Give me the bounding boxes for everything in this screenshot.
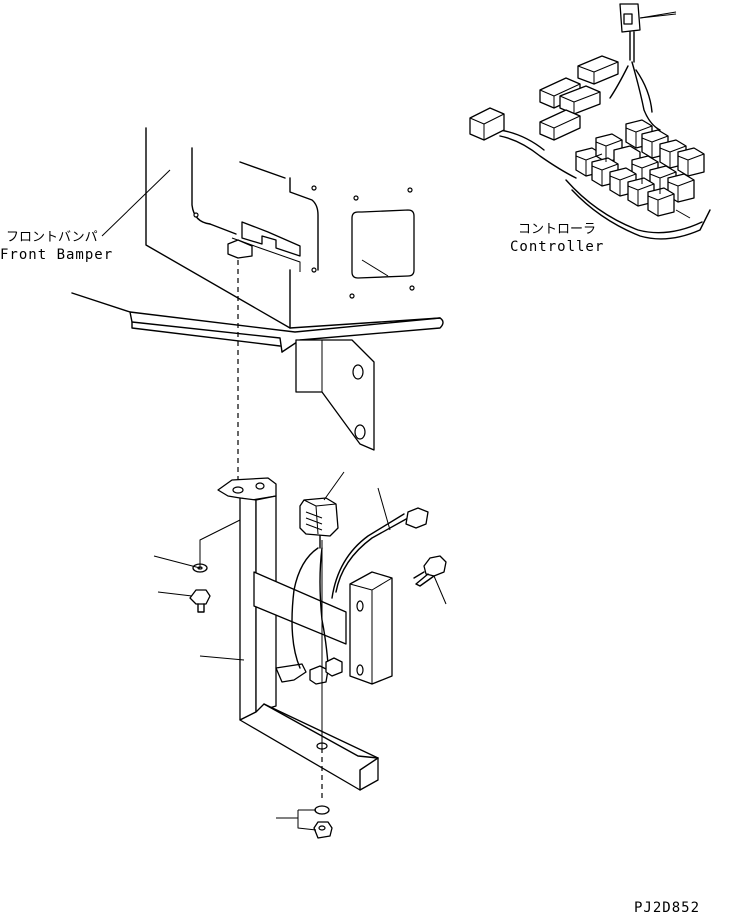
controller-assembly bbox=[469, 3, 711, 240]
washer-bottom bbox=[314, 805, 330, 815]
bolt-right bbox=[413, 555, 447, 587]
controller-label-jp: コントローラ bbox=[518, 222, 596, 237]
front-bumper-label-jp: フロントバンパ bbox=[6, 230, 98, 245]
mounting-bracket bbox=[217, 477, 393, 791]
bolt-left bbox=[189, 589, 211, 613]
lamp-unit bbox=[291, 497, 429, 685]
drawing-code: PJ2D852 bbox=[634, 900, 700, 916]
nut-bottom bbox=[313, 821, 333, 839]
front-bumper-label-en: Front Bamper bbox=[0, 247, 113, 263]
leader-lines bbox=[101, 11, 677, 831]
controller-label-en: Controller bbox=[510, 239, 604, 255]
relay-grid bbox=[575, 119, 705, 217]
front-bumper bbox=[71, 127, 444, 451]
